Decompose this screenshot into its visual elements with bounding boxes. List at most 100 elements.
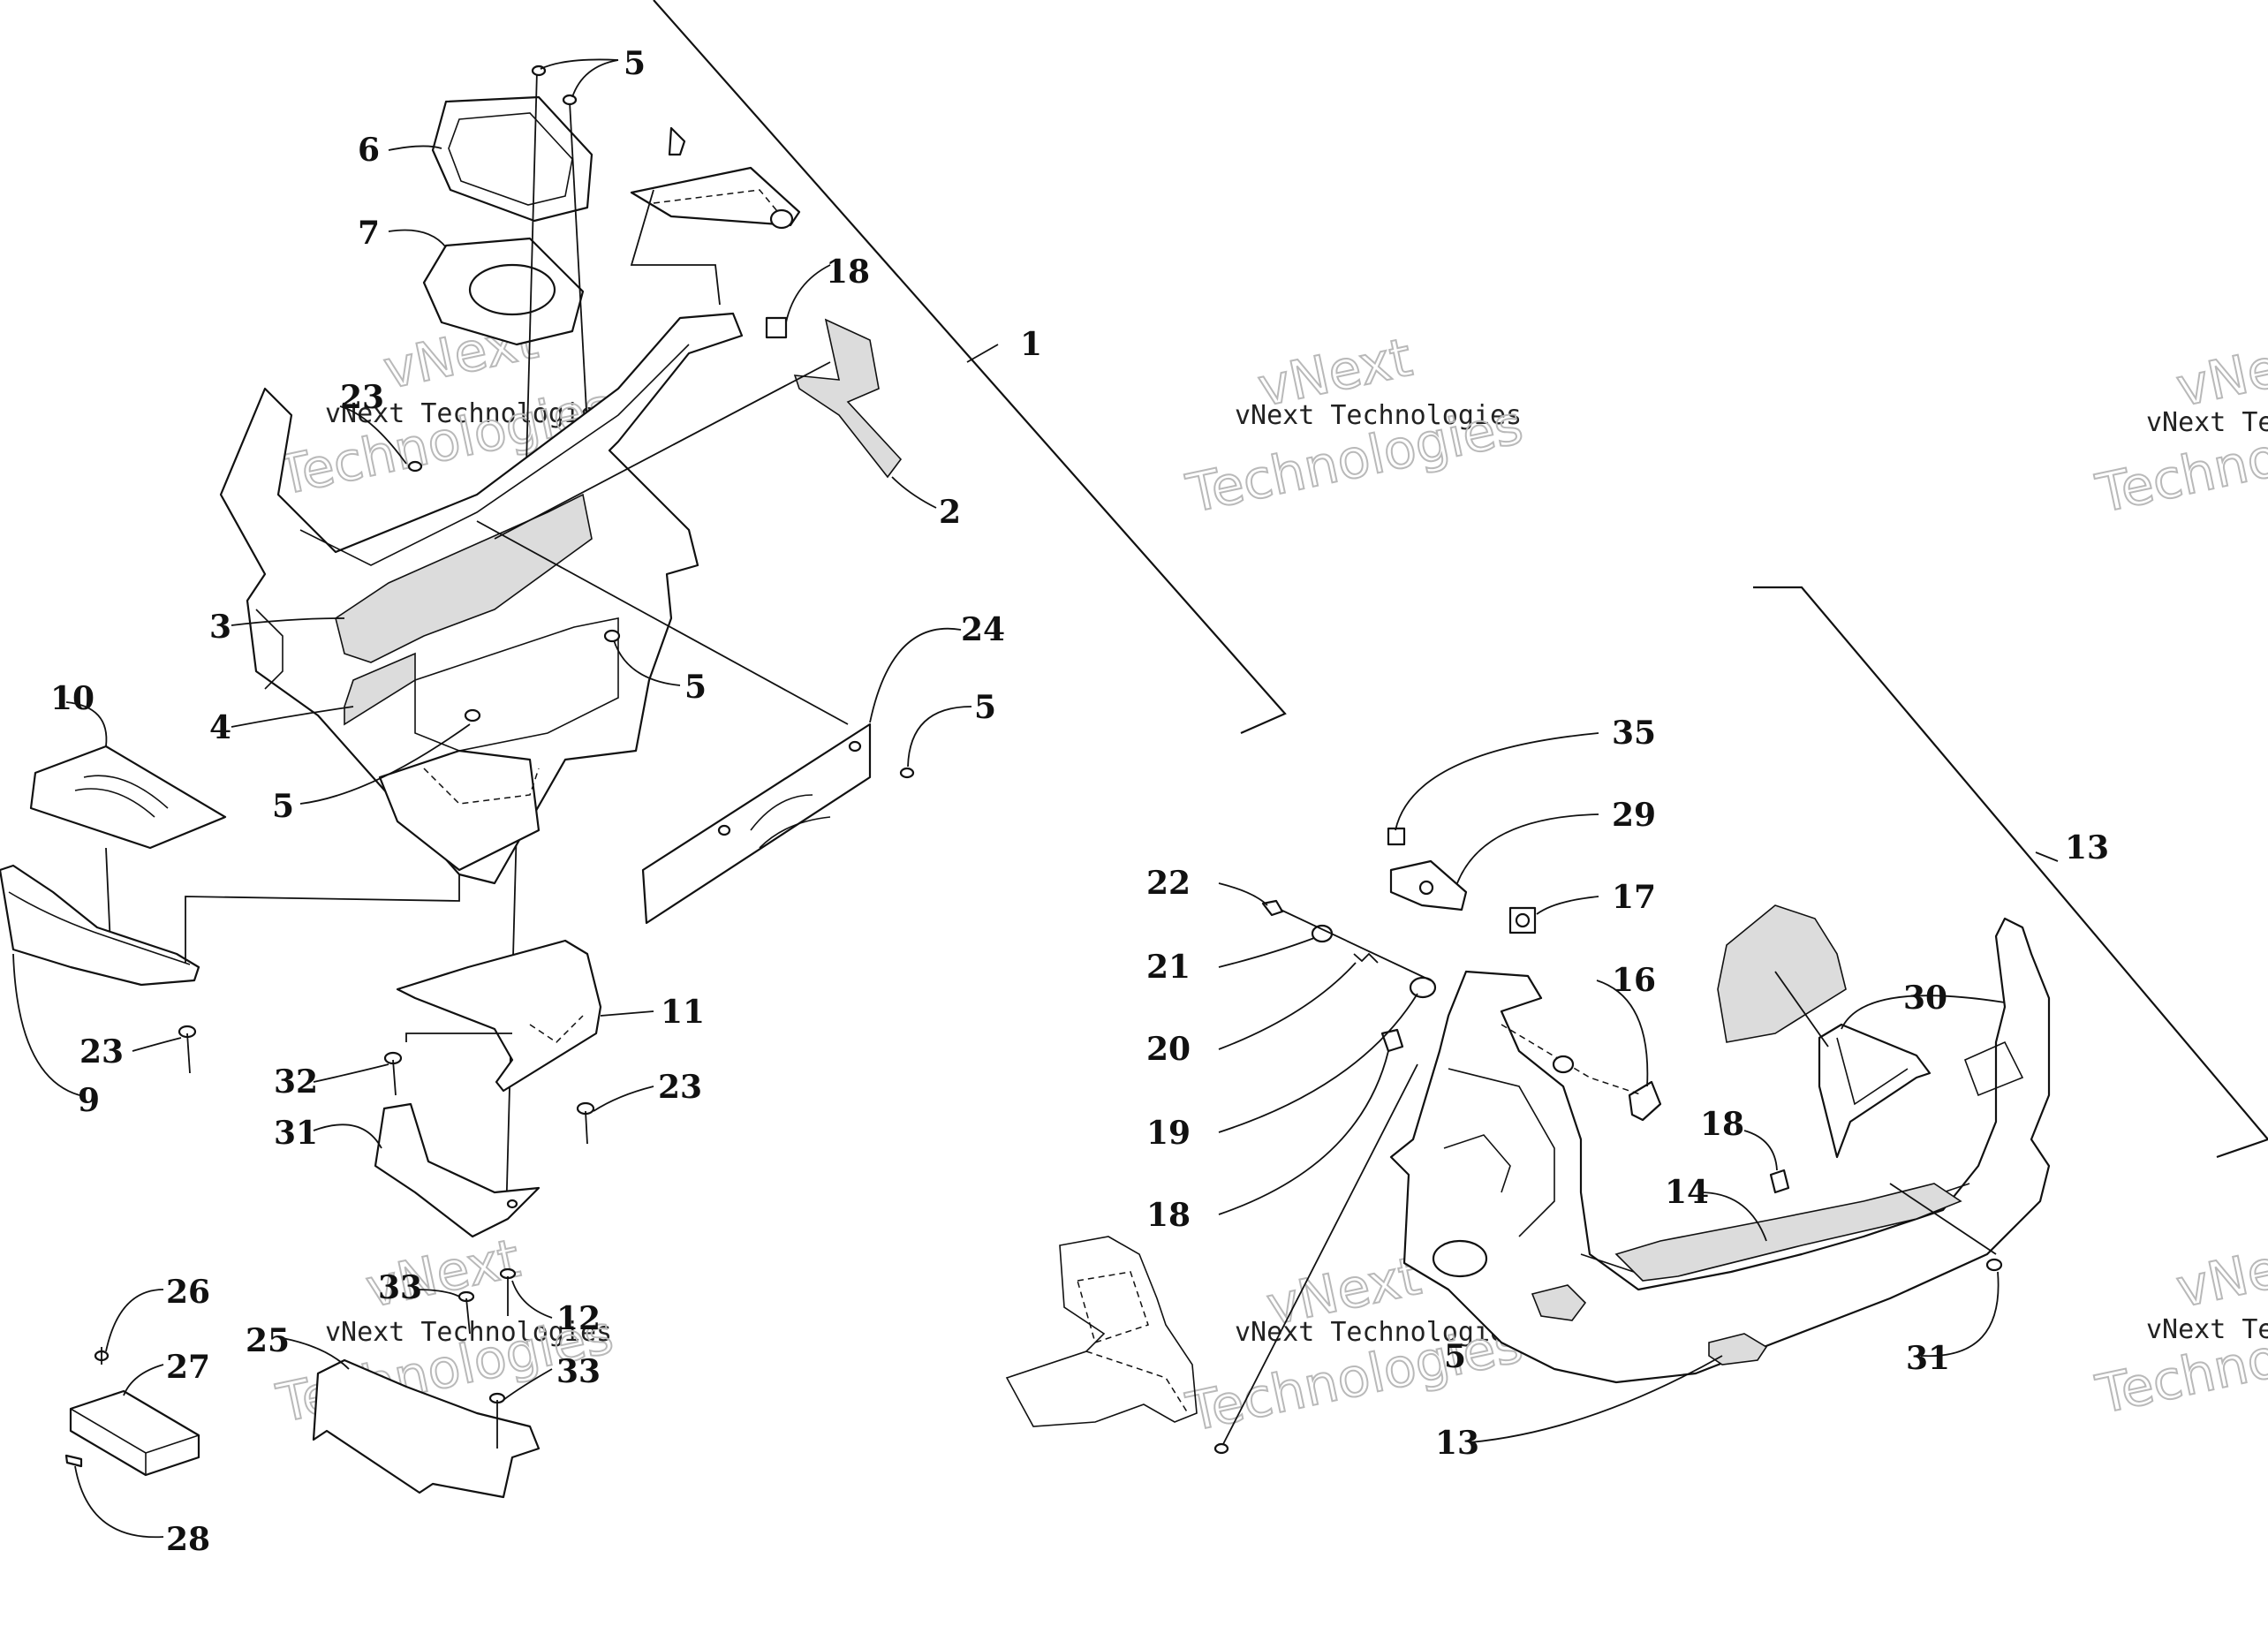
part-18-clip (765, 316, 788, 339)
part-23-rivet-left (178, 1025, 197, 1074)
part-4-foam (344, 652, 416, 726)
leader-8 (12, 953, 80, 1096)
leader-part-2-axis (494, 361, 831, 540)
leader-7 (388, 229, 447, 248)
leader-17 (1536, 896, 1599, 915)
svg-text:vNext Technologies: vNext Technologies (2146, 407, 2268, 438)
callout-32: 31 (274, 1115, 318, 1152)
part-23-rivet-right (576, 1101, 595, 1145)
part-21-washer (1311, 924, 1334, 943)
leader-31 (1920, 1271, 2000, 1358)
part-grommet (1552, 1055, 1575, 1074)
leader-part-8-link (185, 874, 460, 963)
leader-10 (600, 1010, 654, 1017)
leader-fastener-stack (1280, 909, 1432, 981)
callout-5: 5 (272, 788, 294, 825)
callout-25: 25 (246, 1322, 290, 1359)
callout-28: 28 (166, 1521, 210, 1558)
part-9-pad (29, 745, 227, 850)
watermark-top-center: vNext vNext Technologies Technologies (1181, 326, 1530, 526)
callout-19: 19 (1146, 1115, 1191, 1152)
leader-5b (613, 639, 681, 686)
callout-5: 5 (624, 45, 646, 82)
part-10-plate (396, 939, 602, 1093)
callout-26: 26 (166, 1274, 210, 1311)
part-12-lower-fairing (1389, 917, 2051, 1384)
bracket-assembly-1 (653, 0, 1287, 735)
part-19-grommet (1409, 976, 1437, 999)
leader-23c (593, 1086, 654, 1112)
leader-35 (1395, 732, 1599, 831)
leader-6 (388, 145, 442, 151)
leader-part-30-axis (1774, 971, 1829, 1048)
leader-27 (123, 1364, 164, 1396)
bracket-assembly-12 (1753, 586, 2268, 1140)
console-floor (378, 749, 541, 872)
part-33-rivet (383, 1051, 403, 1096)
leader-part-10 (405, 1033, 512, 1042)
part-17-nut (1508, 906, 1537, 934)
leader-5a-2 (571, 59, 619, 98)
part-3-foam (335, 493, 593, 663)
part-24-hole (717, 824, 731, 836)
leader-21 (1218, 937, 1315, 968)
leader-22 (1218, 882, 1268, 906)
leader-9 (65, 701, 108, 747)
callout-23: 23 (340, 379, 384, 416)
part-14-floor-mat (1614, 1183, 1962, 1282)
part-20-clip (1353, 952, 1379, 964)
leader-30 (1841, 995, 2006, 1030)
callout-1: 1 (1020, 326, 1042, 363)
callout-18: 18 (826, 253, 870, 291)
leader-33a (313, 1063, 389, 1083)
leader-18b (1218, 1050, 1389, 1215)
part-25-lower-panel (312, 1358, 541, 1499)
upper-bracket (630, 166, 801, 227)
callout-8: 9 (78, 1082, 100, 1119)
frame-reference (1005, 1236, 1198, 1427)
svg-text:vNext Technologies: vNext Technologies (1235, 400, 1522, 431)
callout-9: 10 (50, 680, 94, 717)
leader-33b (414, 1289, 460, 1297)
leader-34 (503, 1368, 553, 1401)
part-30-footrest (1717, 904, 1847, 1043)
bracket-assembly-12-foot (2216, 1138, 2268, 1159)
callout-34: 33 (556, 1353, 601, 1390)
callout-7: 7 (358, 215, 380, 252)
svg-text:vNext: vNext (2172, 327, 2268, 420)
callout-2: 2 (939, 494, 961, 531)
callout-23: 23 (79, 1033, 124, 1070)
callout-20: 20 (1146, 1031, 1191, 1068)
leader-2 (891, 476, 937, 509)
leader-1 (966, 344, 999, 363)
part-23-rivet (407, 460, 423, 473)
leader-14 (1699, 1191, 1767, 1242)
part-2-foam (793, 318, 903, 479)
callout-5: 5 (1444, 1338, 1466, 1375)
part-5-pad (1531, 1284, 1587, 1321)
leader-part-31-axis (1889, 1183, 1997, 1255)
callout-17: 17 (1612, 879, 1656, 916)
part-5-washer (464, 708, 481, 722)
part-5-washer (562, 94, 578, 106)
leader-26 (105, 1289, 164, 1352)
part-16-lens (1628, 1080, 1662, 1122)
callout-5: 5 (684, 669, 707, 706)
leader-11 (511, 1280, 553, 1319)
callout-16: 16 (1612, 962, 1656, 999)
leader-23b (132, 1037, 182, 1052)
leader-18a (785, 264, 831, 323)
bracket-bushing (769, 208, 794, 230)
callout-13: 13 (1435, 1425, 1479, 1462)
part-18-clip (1769, 1169, 1790, 1194)
callout-18: 18 (1700, 1106, 1744, 1143)
part-8-side-panel (0, 864, 200, 987)
leader-28 (74, 1465, 164, 1539)
leader-23a (339, 405, 407, 465)
svg-text:vNext Technologies: vNext Technologies (2146, 1314, 2268, 1345)
upper-bolt (668, 126, 686, 156)
leader-12 (2035, 851, 2059, 862)
part-31-screw (1985, 1258, 2003, 1272)
callout-24: 24 (961, 611, 1005, 648)
